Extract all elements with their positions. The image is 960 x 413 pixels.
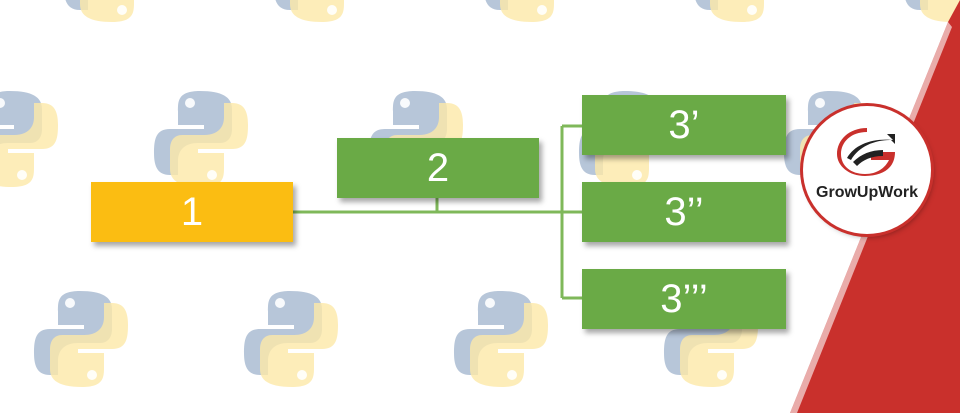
- growupwork-logo-icon: [837, 128, 897, 176]
- growupwork-logo: GrowUpWork: [803, 106, 931, 234]
- logo-text: GrowUpWork: [803, 184, 931, 202]
